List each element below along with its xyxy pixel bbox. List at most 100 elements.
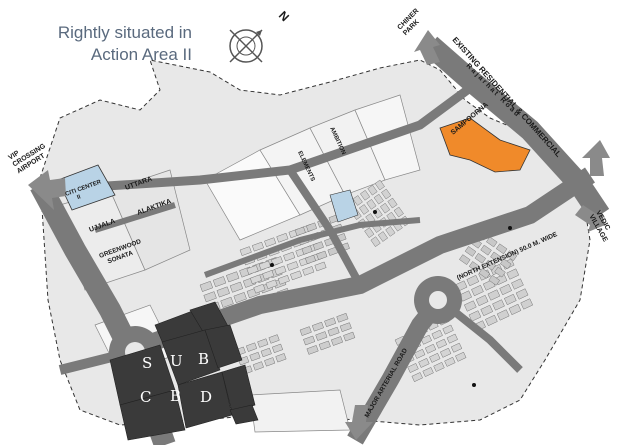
housing-unit [336,312,349,323]
housing-unit [315,331,328,341]
housing-unit [487,289,501,301]
housing-unit [203,291,217,303]
housing-unit [373,193,384,205]
cbd-letter-b2: B [170,387,181,405]
housing-unit [466,275,480,287]
housing-unit [277,275,290,285]
arrow-east-icon [582,140,610,176]
housing-unit [360,190,371,201]
housing-unit [199,280,213,292]
cbd-blocks [109,301,259,441]
housing-unit [324,317,337,328]
label-citi-center-ii: II [76,194,81,201]
housing-unit [302,266,315,276]
housing-unit [475,294,489,307]
housing-unit [418,358,430,368]
cbd-letter-u: U [170,352,183,370]
housing-unit [271,343,284,353]
housing-unit [301,245,313,255]
arrow-chiner-icon [414,30,440,65]
housing-unit [515,288,529,300]
compass-icon: N [229,8,292,63]
housing-unit [377,231,388,242]
housing-unit [494,266,506,278]
road-citi [94,202,176,233]
housing-unit [496,309,510,321]
cbd-letter-c: C [140,388,151,406]
housing-unit [299,326,312,336]
housing-unit [464,246,477,257]
housing-unit [358,204,370,215]
cbd-letter-s: S [142,354,152,372]
headline-line-2: Action Area II [90,45,192,64]
housing-unit [367,184,378,196]
housing-unit [411,372,423,382]
sampoorna-parcel [439,117,531,173]
housing-unit [265,279,278,290]
housing-unit [253,283,266,294]
housing-unit [504,293,517,306]
housing-unit [442,324,454,335]
small-blue-parcel [329,189,359,223]
direction-arrows [28,30,610,440]
housing-unit [249,351,261,362]
housing-unit [229,281,244,293]
housing-unit [268,334,280,344]
housing-unit [246,265,259,275]
housing-unit [306,345,319,355]
housing-unit [492,299,505,311]
housing-unit [252,361,264,371]
housing-unit [216,286,230,298]
housing-unit [283,251,296,262]
housing-unit [468,261,481,272]
housing-unit [352,195,363,206]
housing-unit [262,270,275,280]
housing-unit [311,321,324,332]
citi-center-parcel [57,164,116,211]
housing-unit [444,356,456,367]
housing-unit [274,265,287,276]
housing-unit [508,303,522,316]
housing-unit [271,256,283,266]
housing-unit [455,351,467,362]
housing-unit [490,251,502,263]
arrow-vip-icon [28,170,66,210]
housing-unit [264,237,277,248]
housing-unit [303,335,316,346]
cbd-letters: S U B C B D [140,350,212,406]
housing-unit [312,241,324,251]
housing-unit [499,283,512,296]
housing-unit [435,338,448,349]
housing-unit [485,314,498,326]
housing-unit [343,331,356,342]
housing-unit [380,202,391,214]
housing-unit [488,274,500,286]
housing-unit [484,259,496,271]
housing-unit [468,310,482,322]
housing-unit [239,246,252,256]
housing-unit [450,342,463,353]
housing-unit [364,227,375,238]
housing-unit [478,268,491,279]
housing-unit [407,363,419,373]
housing-unit [290,270,303,281]
housing-unit [446,333,458,344]
housing-unit [276,232,289,243]
compass-north-label: N [276,8,292,24]
housing-unit [258,260,271,271]
housing-unit [414,348,426,359]
housing-unit [387,197,398,209]
housing-unit [464,300,477,312]
housing-unit [495,243,508,255]
housing-unit [520,298,534,310]
housing-unit [327,326,340,337]
housing-unit [264,357,276,367]
housing-unit [381,188,392,200]
housing-unit [294,226,306,236]
housing-unit [480,244,492,256]
housing-unit [318,340,331,351]
housing-unit [474,252,487,264]
housing-unit [422,367,434,377]
